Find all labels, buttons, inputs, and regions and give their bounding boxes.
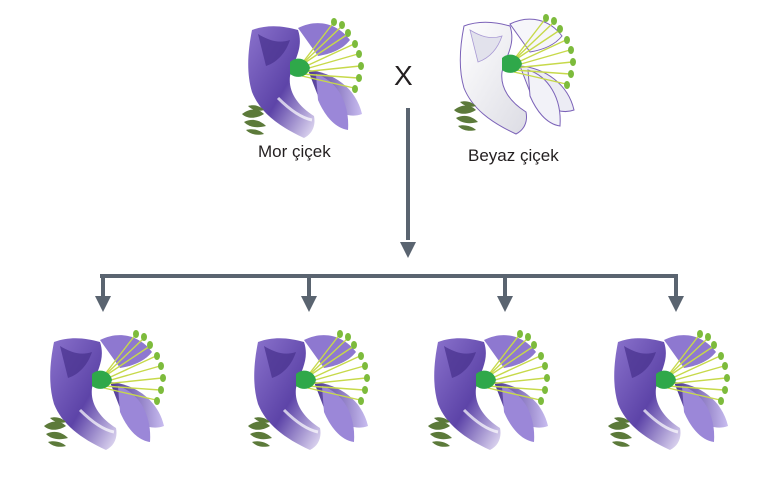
arrowhead-2 (301, 296, 317, 312)
white-flower-label: Beyaz çiçek (468, 146, 559, 165)
offspring-flower-2 (246, 328, 372, 452)
main-arrowhead (400, 242, 416, 258)
offspring-flower-4 (606, 328, 732, 452)
offspring-flower-1 (42, 328, 168, 452)
purple-flower-label: Mor çiçek (258, 142, 331, 161)
parent-purple-flower (240, 16, 366, 140)
parent-white-flower (453, 13, 577, 135)
arrowhead-3 (497, 296, 513, 312)
arrowhead-1 (95, 296, 111, 312)
offspring-flower-3 (426, 328, 552, 452)
arrowhead-4 (668, 296, 684, 312)
cross-arrows (100, 108, 678, 296)
cross-symbol: X (394, 60, 413, 91)
